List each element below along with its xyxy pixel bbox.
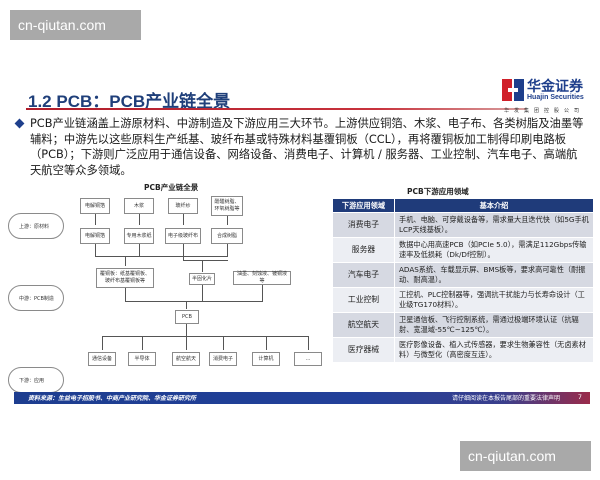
company-logo: 华金证券 Huajin Securities 华发集团控股公司	[502, 76, 590, 116]
watermark-top: cn-qiutan.com	[10, 10, 141, 40]
diamond-bullet-icon	[14, 118, 25, 129]
stage-upstream: 上游：原材料	[8, 213, 64, 239]
logo-en: Huajin Securities	[527, 94, 584, 101]
table-row: 工业控制工控机、PLC控制器等，强调抗干扰能力与长寿命设计（工业级TG170材料…	[332, 287, 594, 313]
app-box: 航空航天	[172, 352, 200, 366]
table-title: PCB下游应用领域	[407, 187, 469, 196]
material-box: 合成树脂	[211, 228, 243, 244]
table-row: 消费电子手机、电脑、可穿戴设备等，需求量大且迭代快（如5G手机LCP天线基板）。	[332, 212, 594, 238]
table-header: 下游应用领域	[332, 198, 395, 213]
logo-sub: 华发集团控股公司	[504, 108, 585, 114]
watermark-bottom: cn-qiutan.com	[460, 441, 591, 471]
app-box: 通信设备	[88, 352, 116, 366]
title-underline	[26, 108, 526, 110]
footer-source: 资料来源：生益电子招股书、中商产业研究院、华金证券研究所	[28, 395, 197, 402]
stage-midstream: 中游：PCB制造	[8, 285, 64, 311]
diagram-title: PCB产业链全景	[144, 183, 199, 192]
raw-box: 酚醛树脂、环氧树脂等	[211, 196, 243, 216]
table-row: 医疗器械医疗影像设备、植入式传感器，要求生物兼容性（无卤素材料）与微型化（高密度…	[332, 337, 594, 363]
prepreg-box: 半固化片	[189, 273, 215, 285]
page-title: 1.2 PCB：PCB产业链全景	[28, 92, 231, 111]
material-box: 电解铜箔	[80, 228, 110, 244]
summary-text: PCB产业链涵盖上游原材料、中游制造及下游应用三大环节。上游供应铜箔、木浆、电子…	[30, 117, 584, 177]
pcb-box: PCB	[175, 310, 199, 324]
app-box: 消费电子	[209, 352, 237, 366]
logo-cn: 华金证券	[527, 79, 583, 95]
table-row: 服务器数据中心用高速PCB（如PCIe 5.0），需满足112Gbps传输速率及…	[332, 237, 594, 263]
stage-downstream: 下游：应用	[8, 367, 64, 393]
logo-mark-icon	[502, 79, 524, 101]
raw-box: 电解铜箔	[80, 198, 110, 214]
app-box: 半导体	[128, 352, 156, 366]
ccl-box: 覆铜板：纸基覆铜板、玻纤布基覆铜板等	[96, 268, 154, 288]
table-row: 航空航天卫星通信板、飞行控制系统，需通过极端环境认证（抗辐射、宽温域-55℃~1…	[332, 312, 594, 338]
slide: 1.2 PCB：PCB产业链全景 华金证券 Huajin Securities …	[8, 60, 594, 411]
summary-bullet: PCB产业链涵盖上游原材料、中游制造及下游应用三大环节。上游供应铜箔、木浆、电子…	[14, 116, 586, 178]
material-box: 专用木浆纸	[124, 228, 154, 244]
material-box: 电子级玻纤布	[165, 228, 201, 244]
app-box: ...	[294, 352, 322, 366]
chem-box: 油墨、刻蚀液、镀铜液等	[233, 271, 291, 285]
footer-legal: 请仔细阅读在本报告尾部的重要法律声明	[451, 395, 560, 402]
raw-box: 玻纤纱	[168, 198, 198, 214]
app-box: 计算机	[252, 352, 280, 366]
raw-box: 木浆	[124, 198, 154, 214]
applications-table: 下游应用领域 基本介绍 消费电子手机、电脑、可穿戴设备等，需求量大且迭代快（如5…	[332, 198, 594, 363]
page-number: 7	[577, 393, 582, 401]
footer-bar: 资料来源：生益电子招股书、中商产业研究院、华金证券研究所 请仔细阅读在本报告尾部…	[14, 392, 590, 404]
table-header: 基本介绍	[394, 198, 594, 213]
